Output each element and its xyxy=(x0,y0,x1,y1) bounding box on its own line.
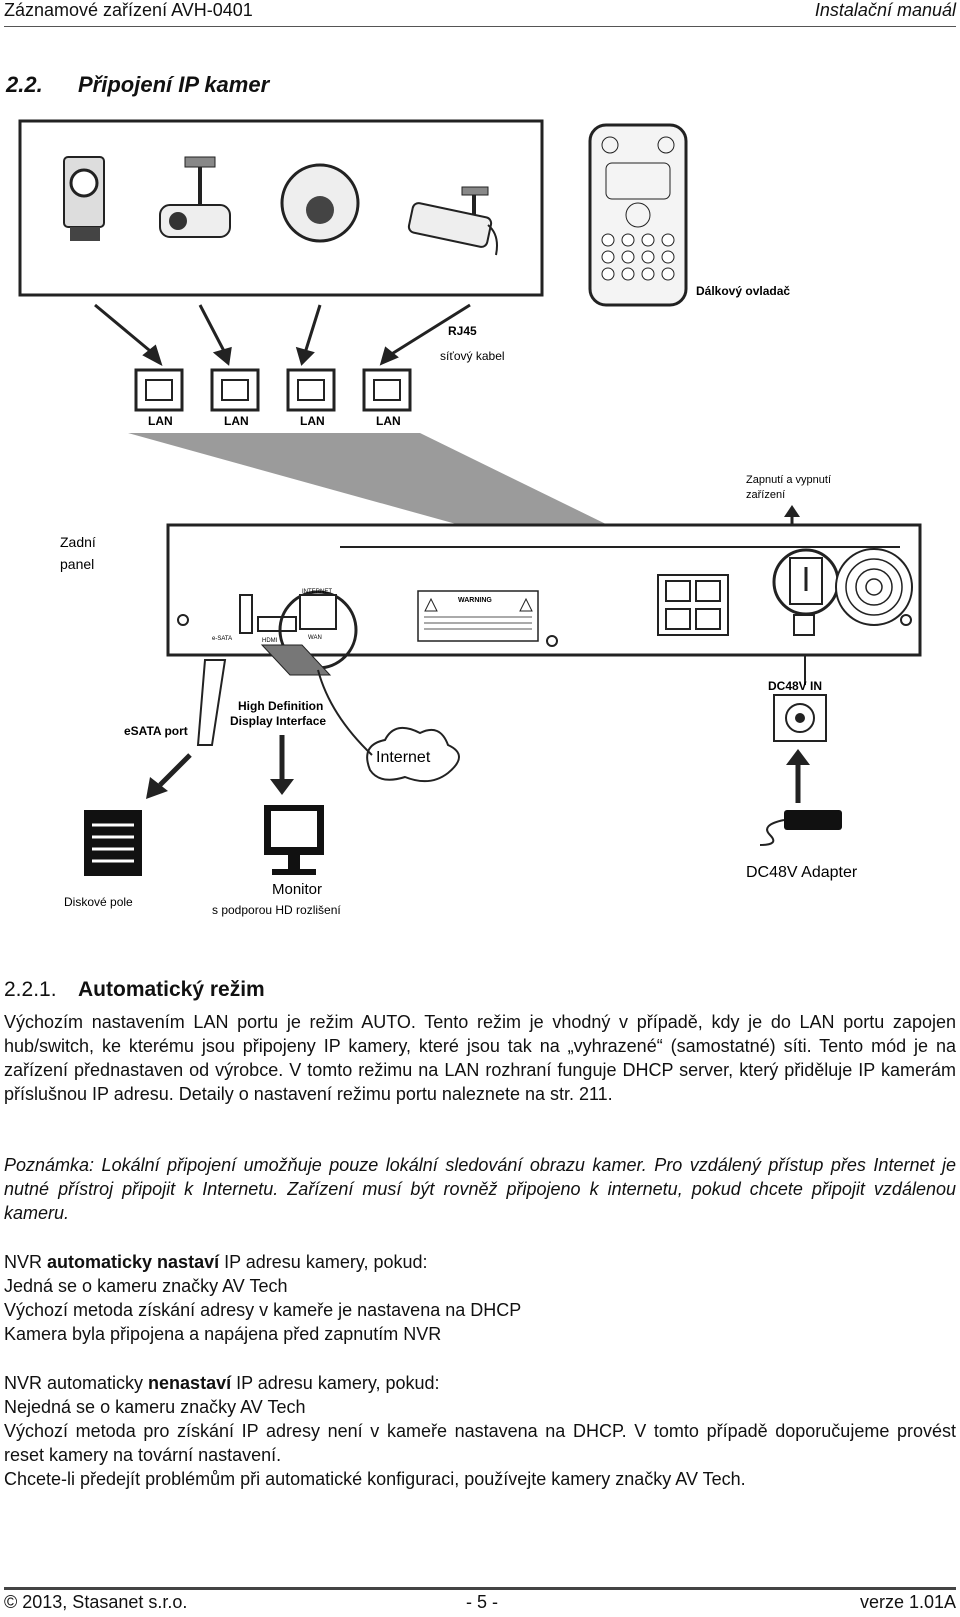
subsection-title: Automatický režim xyxy=(78,978,265,1001)
warning-sticker xyxy=(417,590,539,642)
disk-array-icon xyxy=(84,810,142,876)
noauto-block: NVR automaticky nenastaví IP adresu kame… xyxy=(4,1371,956,1491)
auto-suffix: IP adresu kamery, pokud: xyxy=(219,1252,428,1272)
auto-line: Výchozí metoda získání adresy v kameře j… xyxy=(4,1300,522,1320)
wan-port-label: WAN xyxy=(308,635,322,641)
rear-panel: e-SATA HDMI INTERNET WAN WARNING xyxy=(166,523,922,670)
header-rule xyxy=(4,26,956,27)
auto-heading: NVR automaticky nastaví IP adresu kamery… xyxy=(4,1250,956,1274)
monitor-sub-label: s podporou HD rozlišení xyxy=(212,903,341,917)
subsection-heading: 2.2.1. Automatický režim xyxy=(4,978,265,1002)
lan-label-3: LAN xyxy=(300,414,325,428)
warning-label: WARNING xyxy=(458,597,492,604)
noauto-prefix: NVR automaticky xyxy=(4,1373,149,1393)
esata-callout xyxy=(196,659,227,746)
auto-line: Jedná se o kameru značky AV Tech xyxy=(4,1276,288,1296)
adapter-icon xyxy=(759,810,842,846)
lan-port-2: LAN xyxy=(210,368,260,428)
hdmi-label-1: High Definition xyxy=(238,699,323,713)
hdmi-port xyxy=(257,616,297,632)
auto-block: NVR automaticky nastaví IP adresu kamery… xyxy=(4,1250,956,1346)
adapter-arrow xyxy=(786,749,810,803)
lan-port-1: LAN xyxy=(134,368,184,428)
hdmi-label-2: Display Interface xyxy=(230,714,326,728)
power-switch-label-1: Zapnutí a vypnutí xyxy=(746,474,831,486)
rear-panel-label-1: Zadní xyxy=(60,534,96,550)
dc-in-port xyxy=(793,614,815,636)
noauto-suffix: IP adresu kamery, pokud: xyxy=(231,1373,440,1393)
auto-bold: automaticky nastaví xyxy=(47,1252,220,1272)
fan-grille xyxy=(835,548,913,626)
camera-arrows xyxy=(94,303,471,367)
disk-label: Diskové pole xyxy=(64,895,133,909)
dc-in-label: DC48V IN xyxy=(768,679,822,693)
page-header: Záznamové zařízení AVH-0401 Instalační m… xyxy=(4,0,956,24)
internet-cloud-icon: Internet xyxy=(317,669,460,783)
noauto-line: Chcete-li předejít problémům při automat… xyxy=(4,1469,746,1489)
subsection-number: 2.2.1. xyxy=(4,978,57,1001)
auto-line: Kamera byla připojena a napájena před za… xyxy=(4,1324,442,1344)
noauto-line: Nejedná se o kameru značky AV Tech xyxy=(4,1397,306,1417)
dome-camera-icon xyxy=(280,163,360,243)
note-paragraph: Poznámka: Lokální připojení umožňuje pou… xyxy=(4,1155,956,1223)
lan-label-2: LAN xyxy=(224,414,249,428)
rear-panel-label-2: panel xyxy=(60,556,94,572)
esata-port xyxy=(239,594,253,634)
esata-arrow xyxy=(146,753,192,799)
remote-label: Dálkový ovladač xyxy=(696,284,790,298)
lan-port-4: LAN xyxy=(362,368,412,428)
intro-paragraph: Výchozím nastavením LAN portu je režim A… xyxy=(4,1012,956,1104)
noauto-line: Výchozí metoda pro získání IP adresy nen… xyxy=(4,1421,956,1465)
section-heading: 2.2. Připojení IP kamer xyxy=(6,72,269,98)
dc-in-port-large xyxy=(773,694,827,742)
lan-port-3: LAN xyxy=(286,368,336,428)
header-manual: Instalační manuál xyxy=(814,0,956,20)
monitor-label: Monitor xyxy=(272,881,322,898)
lan-switch-ports xyxy=(657,574,729,636)
connection-diagram: Dálkový ovladač RJ45 síťový kabel LAN LA… xyxy=(18,119,922,917)
footer-copyright: © 2013, Stasanet s.r.o. xyxy=(4,1592,188,1612)
auto-prefix: NVR xyxy=(4,1252,48,1272)
noauto-bold: nenastaví xyxy=(148,1373,232,1393)
box-camera-icon xyxy=(63,156,105,241)
power-switch xyxy=(789,557,823,605)
footer-version: verze 1.01A xyxy=(859,1592,956,1612)
section-title: Připojení IP kamer xyxy=(78,72,270,97)
bullet-camera-icon xyxy=(407,186,498,256)
hdmi-callout xyxy=(260,644,332,676)
monitor-arrow xyxy=(270,735,294,795)
monitor-icon xyxy=(264,805,324,875)
page-number: - 5 - xyxy=(466,1592,499,1612)
hdmi-port-label: HDMI xyxy=(262,638,278,644)
cable-label: síťový kabel xyxy=(440,349,505,363)
section-number: 2.2. xyxy=(6,72,43,97)
wan-port xyxy=(299,594,337,630)
adapter-label: DC48V Adapter xyxy=(746,864,858,881)
lan-label-1: LAN xyxy=(148,414,173,428)
noauto-heading: NVR automaticky nenastaví IP adresu kame… xyxy=(4,1371,956,1395)
esata-port-label: e-SATA xyxy=(212,636,232,642)
ceiling-camera-icon xyxy=(159,156,231,238)
rj45-label: RJ45 xyxy=(448,324,477,338)
internet-label: Internet xyxy=(376,749,431,766)
remote-control-icon xyxy=(588,123,688,307)
lan-label-4: LAN xyxy=(376,414,401,428)
power-switch-label-2: zařízení xyxy=(746,489,785,501)
header-product: Záznamové zařízení AVH-0401 xyxy=(4,0,253,20)
footer-rule xyxy=(4,1587,956,1590)
esata-label: eSATA port xyxy=(124,724,188,738)
wan-internet-label: INTERNET xyxy=(302,589,332,595)
